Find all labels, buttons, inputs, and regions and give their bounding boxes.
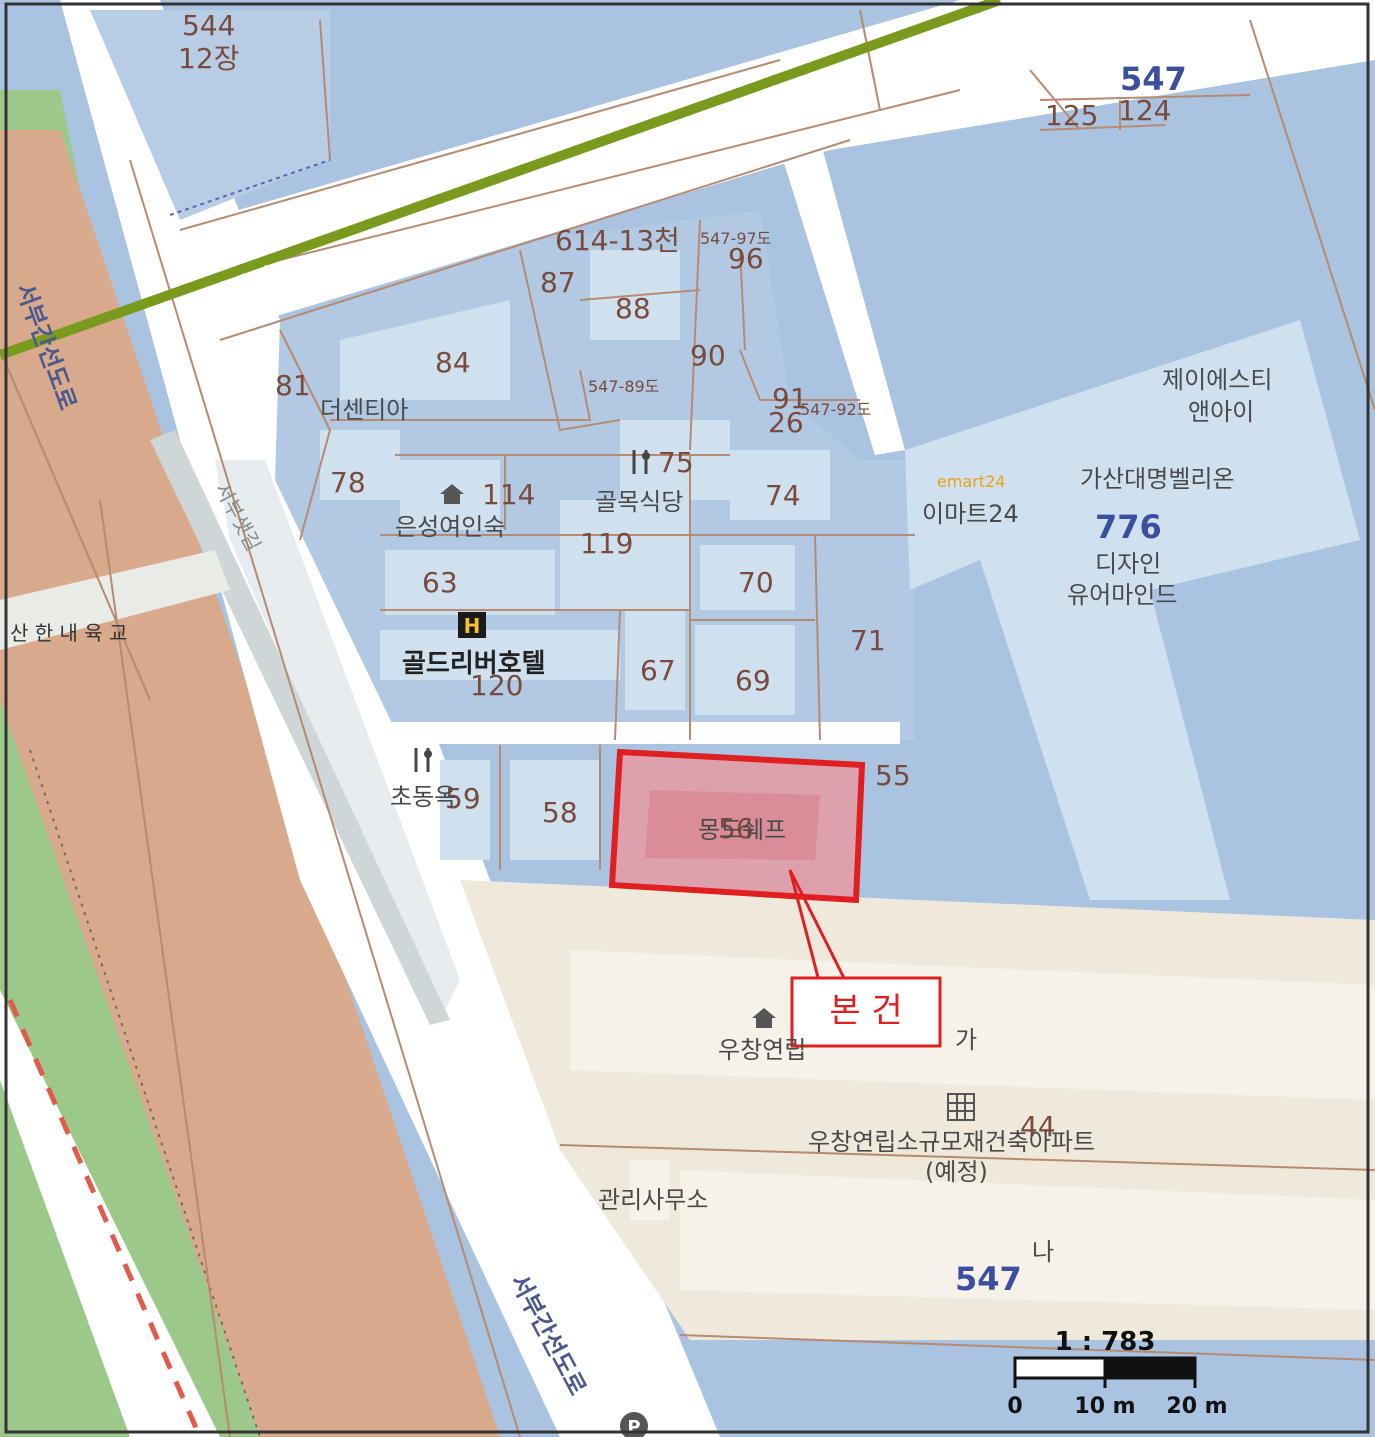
lot-547-top: 547	[1120, 60, 1187, 98]
apartment-building-b	[680, 1170, 1375, 1310]
lot-56: 56	[718, 812, 754, 845]
poi-thecentia[interactable]: 더센티아	[320, 396, 408, 424]
lot-547-bottom: 547	[955, 1260, 1022, 1298]
lot-26: 26	[768, 406, 804, 439]
lot-87: 87	[540, 266, 576, 299]
lot-124: 124	[1118, 94, 1171, 127]
dotted-boundary	[29, 749, 261, 1437]
restaurant-icon[interactable]	[414, 748, 432, 772]
lot-59: 59	[445, 782, 481, 815]
river-brown-area	[0, 130, 500, 1437]
poi-design-2[interactable]: 유어마인드	[1067, 581, 1177, 609]
parcel-544	[90, 10, 330, 220]
subway-line-7[interactable]	[0, 0, 1002, 360]
poi-golmok[interactable]: 골목식당	[595, 488, 683, 516]
lot-88: 88	[615, 292, 651, 325]
parcel-boundaries	[0, 9, 1375, 1437]
poi-yejung: (예정)	[925, 1158, 988, 1186]
right-road	[780, 140, 905, 455]
lot-547-89: 547-89도	[588, 377, 659, 396]
lot-544-sub: 12장	[178, 42, 239, 75]
scale-ratio: 1 : 783	[1055, 1327, 1156, 1357]
map-frame	[4, 2, 1370, 1434]
poi-woochang-apt[interactable]: 우창연립소규모재건축아파트	[808, 1128, 1095, 1156]
callout-leader-2	[788, 869, 822, 986]
scale-bar: 1 : 783 0 10 m 20 m	[1007, 1327, 1227, 1419]
hotel-badge-letter: H	[464, 614, 481, 638]
red-dashed-path	[7, 999, 203, 1437]
callout-label: 본 건	[829, 991, 902, 1031]
lot-69: 69	[735, 664, 771, 697]
pedestrian-bridge	[0, 550, 230, 650]
scale-tick-20: 20 m	[1166, 1394, 1227, 1419]
callout-box[interactable]	[790, 976, 942, 1048]
svg-text:P: P	[627, 1417, 640, 1437]
poi-chodong[interactable]: 초동옥	[390, 783, 456, 811]
poi-woochang[interactable]: 우창연립	[718, 1036, 806, 1064]
poi-js-line1[interactable]: 제이에스티	[1162, 366, 1272, 394]
alley	[390, 722, 900, 744]
lot-44: 44	[1020, 1110, 1056, 1143]
poi-gasan-belli[interactable]: 가산대명벨리온	[1080, 465, 1235, 493]
office-building	[630, 1160, 670, 1220]
lot-67: 67	[640, 654, 676, 687]
green-strip-inner	[0, 700, 260, 1437]
poi-mongsim[interactable]: 몽드쉐프	[698, 816, 786, 844]
apartment-icon[interactable]	[947, 1093, 975, 1121]
label-ga: 가	[955, 1026, 977, 1054]
label-bridge: 산 한 내 육 교	[10, 621, 127, 645]
lot-91: 91	[772, 382, 808, 415]
lot-547-97: 547-97도	[700, 229, 771, 248]
poi-goldriver[interactable]: 골드리버호텔	[402, 649, 546, 679]
poi-eunsung[interactable]: 은성여인숙	[395, 513, 505, 541]
emart-logo: emart24	[937, 472, 1005, 491]
lot-63: 63	[422, 566, 458, 599]
building-776	[905, 320, 1360, 900]
service-road	[215, 460, 460, 1020]
poi-design-1[interactable]: 디자인	[1095, 550, 1161, 578]
lot-125: 125	[1045, 99, 1098, 132]
lot-78: 78	[330, 466, 366, 499]
target-building-footprint	[645, 790, 820, 860]
lot-70: 70	[738, 566, 774, 599]
hotel-icon[interactable]: H	[458, 612, 486, 638]
lot-58: 58	[542, 796, 578, 829]
lot-74: 74	[765, 479, 801, 512]
apartment-building-a	[570, 950, 1375, 1100]
scale-tick-10: 10 m	[1074, 1394, 1135, 1419]
label-na: 나	[1032, 1238, 1054, 1266]
lot-84: 84	[435, 346, 471, 379]
lot-114: 114	[482, 478, 535, 511]
lot-119: 119	[580, 527, 633, 560]
lot-81: 81	[275, 369, 311, 402]
house-icon[interactable]	[752, 1008, 776, 1028]
poi-js-line2[interactable]: 앤아이	[1188, 398, 1254, 426]
lot-71: 71	[850, 624, 886, 657]
poi-emart[interactable]: 이마트24	[922, 500, 1019, 528]
lot-544: 544	[182, 9, 235, 42]
poi-office[interactable]: 관리사무소	[598, 1186, 708, 1214]
house-icon[interactable]	[440, 484, 464, 504]
scale-tick-0: 0	[1007, 1394, 1022, 1419]
lot-96: 96	[728, 242, 764, 275]
building-footprints	[320, 250, 830, 860]
lot-55: 55	[875, 759, 911, 792]
restaurant-icon[interactable]	[632, 450, 650, 474]
lot-614: 614-13천	[555, 224, 680, 257]
lot-547-92: 547-92도	[800, 400, 871, 419]
lot-120: 120	[470, 669, 523, 702]
lot-90: 90	[690, 339, 726, 372]
lot-75: 75	[658, 446, 694, 479]
lot-776: 776	[1095, 508, 1162, 546]
